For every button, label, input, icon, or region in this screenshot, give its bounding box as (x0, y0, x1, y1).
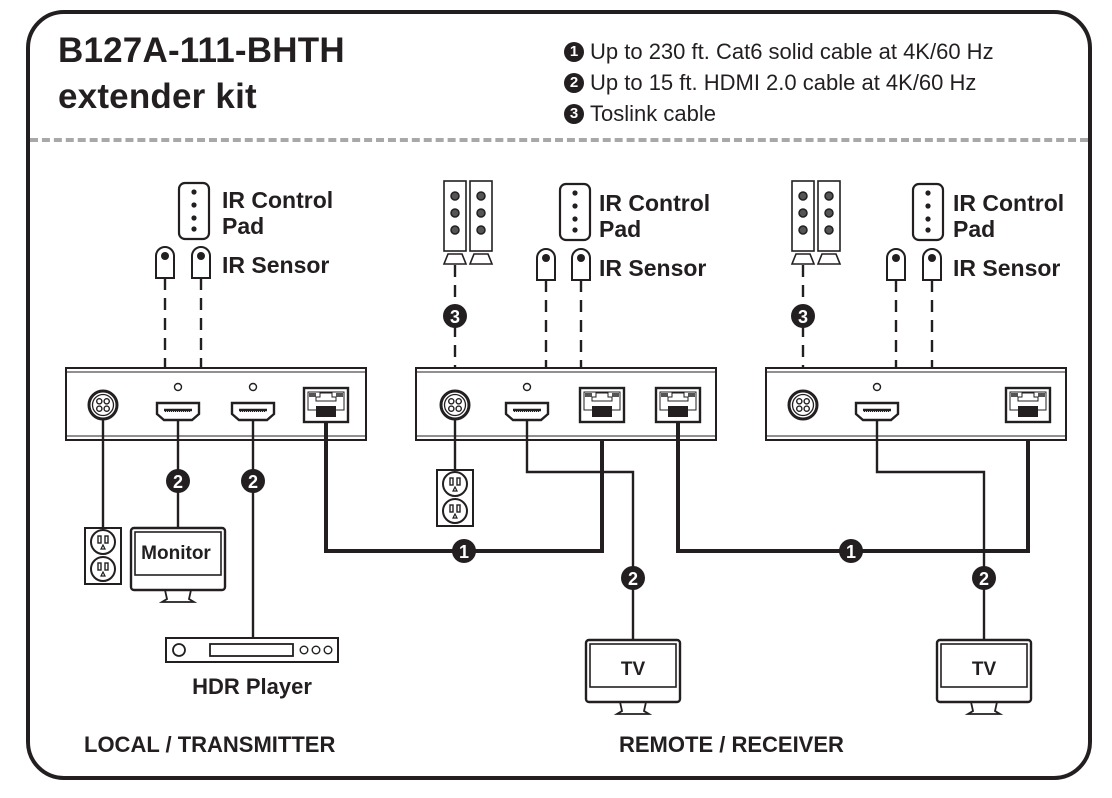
badge-number: 2 (173, 472, 183, 492)
number-badge-icon (621, 566, 645, 590)
hdr-player: HDR Player (165, 637, 339, 699)
ir-control-pad-label: IR Control (222, 187, 333, 213)
rj45-in-port-icon (1004, 386, 1052, 424)
hdr-player-icon (165, 637, 339, 663)
transmitter-unit (65, 367, 367, 441)
receiver-unit-1 (415, 367, 717, 441)
hdmi-cable-tv1 (525, 420, 635, 640)
power-port-icon (439, 389, 471, 421)
ir-sensor-icon (155, 246, 175, 279)
badge-number: 3 (798, 307, 808, 327)
ir-sensor-icon (571, 248, 591, 281)
hdmi-cable-tv2 (875, 420, 986, 640)
monitor: Monitor (129, 526, 227, 604)
ir-sensor-label: IR Sensor (599, 255, 706, 281)
ir-sensor-label: IR Sensor (953, 255, 1060, 281)
ir-sensor-icon (886, 248, 906, 281)
badge-hdmi-monitor: 2 (166, 469, 190, 493)
number-badge-icon: 3 (564, 103, 584, 124)
ir-sensor-icon (536, 248, 556, 281)
ir-control-pad-label: IR Control (599, 190, 710, 216)
led-indicator-icon (872, 382, 882, 392)
badge-number: 2 (628, 569, 638, 589)
number-badge-icon (166, 469, 190, 493)
badge-hdmi-tv2: 2 (972, 566, 996, 590)
number-badge-icon (241, 469, 265, 493)
badge-number: 3 (450, 307, 460, 327)
tv-1: TV (584, 638, 682, 716)
legend-item-cat6: 1 Up to 230 ft. Cat6 solid cable at 4K/6… (564, 36, 994, 67)
badge-number: 1 (846, 542, 856, 562)
speaker-icon (469, 180, 493, 265)
page-title: B127A-111-BHTH extender kit (58, 28, 345, 120)
rj45-out-port-icon (654, 386, 702, 424)
title-model: B127A-111-BHTH (58, 31, 345, 70)
speaker-icon (817, 180, 841, 265)
number-badge-icon: 1 (564, 41, 584, 62)
legend-text: Up to 230 ft. Cat6 solid cable at 4K/60 … (590, 39, 994, 64)
speaker-icon (791, 180, 815, 265)
receiver-unit-2 (765, 367, 1067, 441)
badge-cat6-2: 1 (839, 539, 863, 563)
monitor-icon (129, 526, 227, 604)
badge-cat6-1: 1 (452, 539, 476, 563)
speaker-icon (443, 180, 467, 265)
badge-toslink-2: 3 (791, 304, 815, 328)
number-badge-icon (791, 304, 815, 328)
legend-text: Up to 15 ft. HDMI 2.0 cable at 4K/60 Hz (590, 70, 977, 95)
ir-control-pad-icon (177, 181, 211, 241)
number-badge-icon (452, 539, 476, 563)
badge-number: 1 (459, 542, 469, 562)
ir-cable-dashed (163, 278, 203, 368)
badge-toslink-1: 3 (443, 304, 467, 328)
hdmi-in-port-icon (230, 401, 276, 422)
badge-hdmi-player: 2 (241, 469, 265, 493)
number-badge-icon: 2 (564, 72, 584, 93)
legend-item-toslink: 3 Toslink cable (564, 98, 994, 129)
legend-text: Toslink cable (590, 101, 716, 126)
badge-number: 2 (248, 472, 258, 492)
rj45-in-port-icon (578, 386, 626, 424)
ir-control-pad-label-line2: Pad (599, 216, 641, 242)
title-subtitle: extender kit (58, 77, 257, 116)
ir-sensor-icon (922, 248, 942, 281)
tv-2: TV (935, 638, 1033, 716)
power-outlet-icon (84, 527, 122, 585)
tv-label: TV (621, 659, 646, 680)
ir-sensor-icon (191, 246, 211, 279)
tv-label: TV (972, 659, 997, 680)
header-divider (30, 138, 1088, 142)
ir-control-pad-label: IR Control (953, 190, 1064, 216)
ir-control-pad-label-line2: Pad (222, 213, 264, 239)
hdr-player-label: HDR Player (192, 674, 312, 699)
legend-item-hdmi: 2 Up to 15 ft. HDMI 2.0 cable at 4K/60 H… (564, 67, 994, 98)
ir-control-pad-icon (558, 182, 592, 242)
power-outlet-icon (436, 469, 474, 527)
led-indicator-icon (248, 382, 258, 392)
ir-cable-dashed (544, 280, 583, 368)
ir-control-pad-label-line2: Pad (953, 216, 995, 242)
monitor-label: Monitor (141, 543, 211, 564)
cat6-cable-receiver2 (676, 422, 1030, 553)
cable-legend: 1 Up to 230 ft. Cat6 solid cable at 4K/6… (564, 36, 994, 129)
diagram-frame (26, 10, 1092, 780)
hdmi-out-port-icon (854, 401, 900, 422)
badge-number: 2 (979, 569, 989, 589)
hdmi-out-port-icon (504, 401, 550, 422)
badge-hdmi-tv1: 2 (621, 566, 645, 590)
hdmi-out-port-icon (155, 401, 201, 422)
power-port-icon (787, 389, 819, 421)
led-indicator-icon (522, 382, 532, 392)
number-badge-icon (839, 539, 863, 563)
number-badge-icon (972, 566, 996, 590)
remote-receiver-label: REMOTE / RECEIVER (619, 732, 844, 757)
local-transmitter-label: LOCAL / TRANSMITTER (84, 732, 335, 757)
led-indicator-icon (173, 382, 183, 392)
rj45-port-icon (302, 386, 350, 424)
ir-sensor-label: IR Sensor (222, 252, 329, 278)
power-port-icon (87, 389, 119, 421)
ir-cable-dashed (894, 280, 934, 368)
number-badge-icon (443, 304, 467, 328)
ir-control-pad-icon (911, 182, 945, 242)
